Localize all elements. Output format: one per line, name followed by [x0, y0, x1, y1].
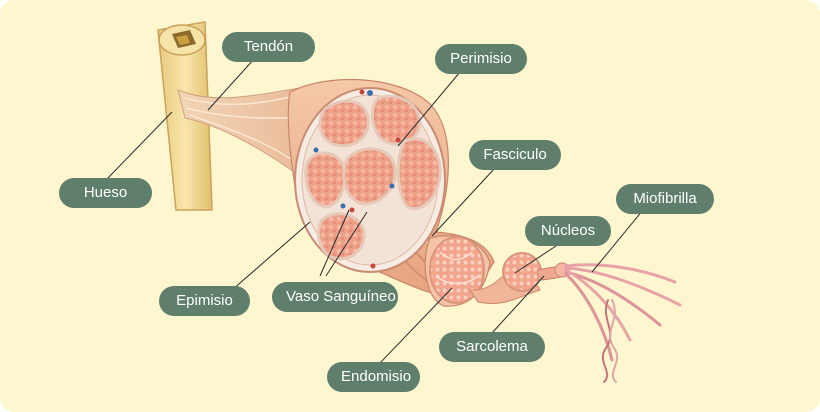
label-nucleos: Núcleos: [525, 216, 611, 246]
fascicle: [424, 235, 491, 307]
leader-line-epimisio: [231, 221, 311, 291]
leader-line-miofibrilla: [591, 209, 644, 273]
label-vaso-sanguineo: Vaso Sanguíneo: [272, 282, 398, 312]
tendon: [177, 87, 321, 181]
leader-line-nucleos: [514, 241, 563, 274]
leader-line-vaso-2: [325, 211, 368, 277]
leader-line-hueso: [105, 111, 173, 181]
label-miofibrilla: Miofibrilla: [616, 184, 714, 214]
label-endomisio: Endomisio: [327, 362, 420, 392]
label-sarcolema: Sarcolema: [439, 332, 545, 362]
epimysium-cross-section: [294, 87, 446, 273]
label-hueso: Hueso: [59, 178, 152, 208]
label-fasciculo: Fasciculo: [469, 140, 561, 170]
leader-line-vaso-1: [319, 209, 350, 277]
label-epimisio: Epimisio: [159, 286, 250, 316]
leader-line-endomisio: [379, 287, 453, 364]
label-tendon: Tendón: [222, 32, 315, 62]
label-perimisio: Perimisio: [435, 44, 527, 74]
leader-line-tendon: [207, 57, 256, 111]
myofibrils: [564, 263, 682, 383]
leader-line-sarcolema: [491, 275, 545, 334]
leader-line-perimisio: [397, 71, 461, 147]
leader-lines: [105, 57, 644, 364]
leader-line-fasciculo: [431, 167, 496, 237]
